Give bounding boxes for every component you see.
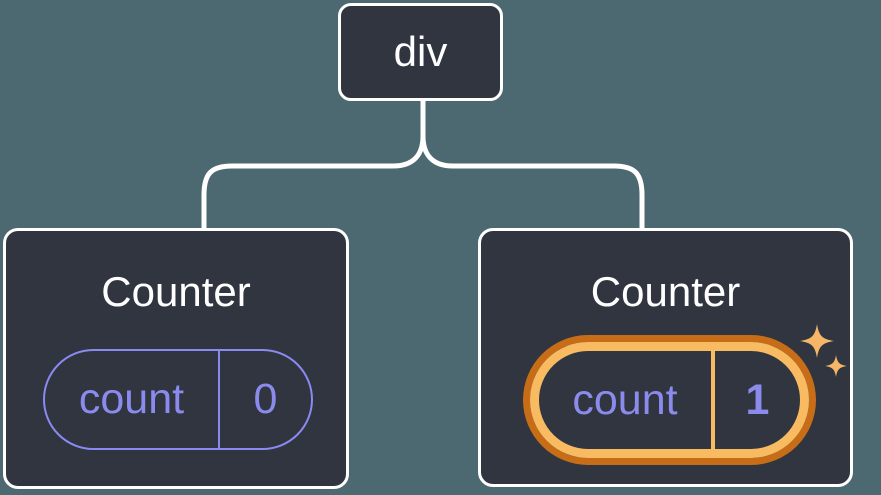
state-pill: count 0 (43, 349, 313, 450)
state-key: count (45, 351, 220, 448)
state-value: 0 (253, 375, 278, 423)
state-value: 1 (745, 375, 770, 424)
root-node-label: div (393, 28, 448, 75)
connector-branch-right (420, 135, 645, 228)
counter-title: Counter (590, 268, 741, 315)
counter-card-left: Counter count 0 (3, 228, 349, 489)
state-pill-highlighted: count 1 (530, 342, 809, 458)
counter-card-right: Counter count 1 (478, 228, 853, 487)
root-node-div: div (338, 3, 503, 101)
connector-branch-left (201, 135, 426, 228)
state-key: count (539, 351, 715, 449)
counter-title: Counter (101, 268, 251, 315)
